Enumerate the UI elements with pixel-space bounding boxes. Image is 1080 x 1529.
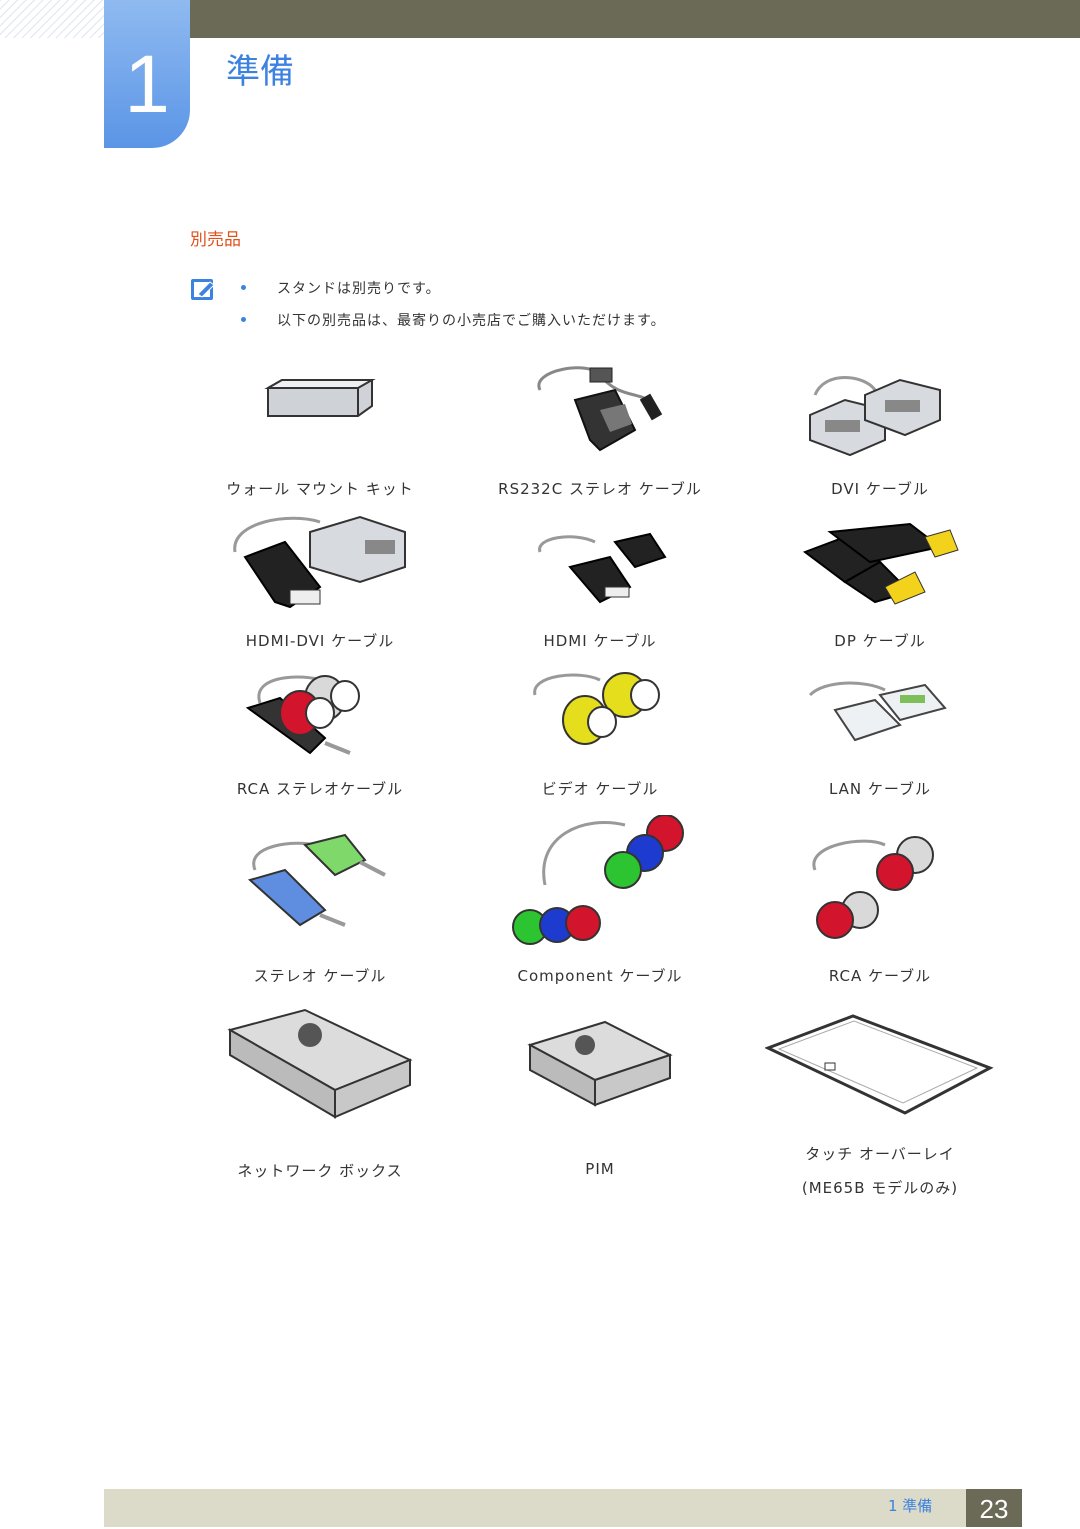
video-cable-icon bbox=[533, 672, 660, 745]
hdmi-dvi-cable-icon bbox=[233, 515, 406, 609]
hdmi-cable-icon bbox=[538, 532, 667, 604]
item-label: DP ケーブル bbox=[834, 632, 926, 650]
item-label: HDMI-DVI ケーブル bbox=[245, 632, 395, 650]
rca-cable-icon bbox=[812, 836, 934, 939]
item-label: RS232C ステレオ ケーブル bbox=[498, 480, 702, 498]
chapter-title: 準備 bbox=[226, 52, 294, 92]
item-dvi-cable: DVI ケーブル bbox=[760, 360, 1000, 505]
note-stand: スタンドは別売りです。 bbox=[241, 278, 441, 298]
item-stereo-cable: ステレオ ケーブル bbox=[200, 825, 440, 990]
wall-mount-kit-icon bbox=[264, 379, 376, 417]
item-sublabel: (ME65B モデルのみ) bbox=[801, 1179, 959, 1197]
touch-overlay-icon bbox=[765, 1014, 994, 1115]
item-rs232c-stereo-cable: RS232C ステレオ ケーブル bbox=[480, 360, 720, 505]
network-box-icon bbox=[227, 1008, 413, 1119]
item-lan-cable: LAN ケーブル bbox=[760, 660, 1000, 805]
item-wall-mount-kit: ウォール マウント キット bbox=[200, 360, 440, 505]
component-cable-icon bbox=[512, 815, 684, 945]
item-label: ネットワーク ボックス bbox=[237, 1162, 403, 1180]
top-bar bbox=[190, 0, 1080, 38]
lan-cable-icon bbox=[808, 681, 947, 742]
dvi-cable-icon bbox=[809, 376, 941, 457]
item-touch-overlay: タッチ オーバーレイ (ME65B モデルのみ) bbox=[760, 1005, 1000, 1220]
item-label: PIM bbox=[585, 1160, 615, 1178]
item-hdmi-cable: HDMI ケーブル bbox=[480, 512, 720, 657]
item-label: LAN ケーブル bbox=[828, 780, 932, 798]
item-label: タッチ オーバーレイ bbox=[805, 1145, 955, 1163]
dp-cable-icon bbox=[802, 522, 959, 605]
item-label: ステレオ ケーブル bbox=[253, 967, 387, 985]
footer-chapter-ref: 1 準備 bbox=[888, 1497, 933, 1515]
pim-icon bbox=[527, 1020, 673, 1107]
stereo-cable-icon bbox=[247, 833, 386, 927]
item-hdmi-dvi-cable: HDMI-DVI ケーブル bbox=[200, 512, 440, 657]
note-purchase: 以下の別売品は、最寄りの小売店でご購入いただけます。 bbox=[241, 310, 666, 330]
item-rca-cable: RCA ケーブル bbox=[760, 825, 1000, 990]
rca-stereo-cable-icon bbox=[245, 675, 360, 755]
item-pim: PIM bbox=[480, 1005, 720, 1195]
item-label: Component ケーブル bbox=[517, 967, 683, 985]
chapter-number: 1 bbox=[124, 39, 170, 130]
rs232c-cable-icon bbox=[537, 366, 663, 452]
item-label: DVI ケーブル bbox=[831, 480, 929, 498]
item-dp-cable: DP ケーブル bbox=[760, 512, 1000, 657]
footer-band bbox=[104, 1489, 1022, 1527]
item-label: RCA ステレオケーブル bbox=[236, 780, 404, 798]
item-component-cable: Component ケーブル bbox=[480, 815, 720, 990]
item-rca-stereo-cable: RCA ステレオケーブル bbox=[200, 660, 440, 805]
corner-hatch bbox=[0, 0, 104, 38]
section-title: 別売品 bbox=[190, 230, 241, 250]
chapter-tab bbox=[104, 0, 190, 148]
item-network-box: ネットワーク ボックス bbox=[200, 1005, 440, 1195]
item-label: ウォール マウント キット bbox=[226, 480, 414, 498]
item-label: ビデオ ケーブル bbox=[541, 780, 659, 798]
item-label: RCA ケーブル bbox=[828, 967, 932, 985]
item-video-cable: ビデオ ケーブル bbox=[480, 660, 720, 805]
page-number: 23 bbox=[966, 1489, 1022, 1527]
note-icon bbox=[191, 279, 215, 300]
item-label: HDMI ケーブル bbox=[543, 632, 657, 650]
